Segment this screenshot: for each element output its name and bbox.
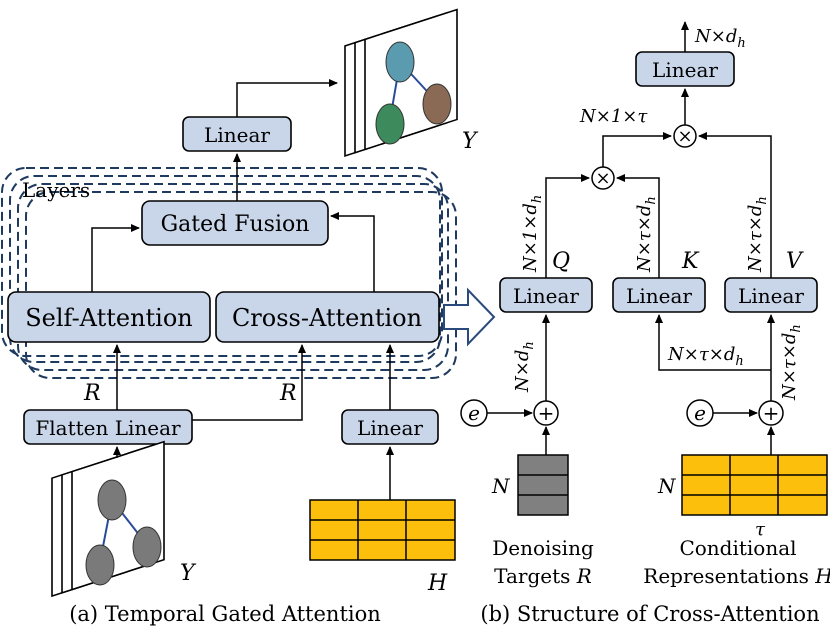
k-dim-label: N×τ×dh (634, 196, 659, 273)
input-graph-stack (51, 440, 165, 598)
linear-v-label: Linear (738, 284, 804, 308)
linear-out-label: Linear (652, 58, 718, 82)
v-dim-label: N×τ×dh (745, 196, 770, 273)
k-label: K (681, 249, 700, 274)
n-right-label: N (657, 474, 677, 498)
graph-node-icon (375, 103, 405, 145)
top-dim-label: N×dh (694, 26, 746, 51)
svg-text:×: × (677, 126, 692, 147)
gated-fusion-box (141, 200, 329, 246)
n-left-label: N (491, 474, 511, 498)
graph-node-icon (422, 83, 452, 125)
v-label: V (786, 249, 804, 274)
input-y-label: Y (180, 561, 197, 586)
right-vert-dim-label: N×τ×dh (779, 324, 804, 401)
conditional-grid (681, 454, 828, 516)
layers-label: Layers (22, 178, 90, 202)
caption-a: (a) Temporal Gated Attention (69, 602, 381, 626)
graph-node-icon (97, 479, 127, 521)
linear-q-label: Linear (513, 284, 579, 308)
output-y-label: Y (462, 129, 479, 154)
svg-text:+: + (538, 401, 555, 425)
svg-text:×: × (595, 168, 610, 189)
graph-node-icon (385, 41, 415, 83)
h-grid (309, 499, 456, 561)
linear-top-label: Linear (204, 123, 270, 147)
graph-node-icon (85, 544, 115, 586)
svg-text:e: e (468, 401, 480, 425)
conditional-line1: Conditional (679, 536, 796, 560)
r-label-left: R (83, 381, 101, 406)
caption-b: (b) Structure of Cross-Attention (480, 602, 819, 626)
self-attention-box (7, 291, 211, 343)
denoising-line1: Denoising (492, 536, 594, 560)
hollow-arrow-icon (443, 287, 496, 347)
self-attention-label: Self-Attention (25, 304, 193, 332)
denoising-targets-stack (517, 454, 569, 516)
conditional-line2: Representations H (643, 564, 830, 588)
q-dim-label: N×1×dh (520, 195, 545, 273)
flatten-linear-label: Flatten Linear (35, 416, 181, 440)
q-label: Q (552, 249, 570, 274)
svg-text:e: e (694, 401, 706, 425)
cross-attention-label: Cross-Attention (232, 304, 422, 332)
gated-fusion-label: Gated Fusion (161, 212, 310, 237)
layers-stack (1, 167, 457, 379)
tau-label: τ (755, 519, 766, 540)
flatten-linear-box (23, 409, 193, 445)
linear-h-label: Linear (357, 416, 423, 440)
cross-attention-box (215, 291, 440, 343)
svg-text:+: + (763, 401, 780, 425)
nd-left-label: N×dh (512, 341, 537, 393)
graph-node-icon (132, 526, 162, 568)
output-graph-stack (344, 8, 458, 157)
linear-k-label: Linear (626, 284, 692, 308)
mult-dim-label: N×1×τ (579, 106, 648, 127)
branch-dim-label: N×τ×dh (667, 344, 744, 369)
denoising-line2: Targets R (494, 564, 592, 588)
h-label: H (427, 571, 448, 596)
r-label-right: R (279, 381, 297, 406)
